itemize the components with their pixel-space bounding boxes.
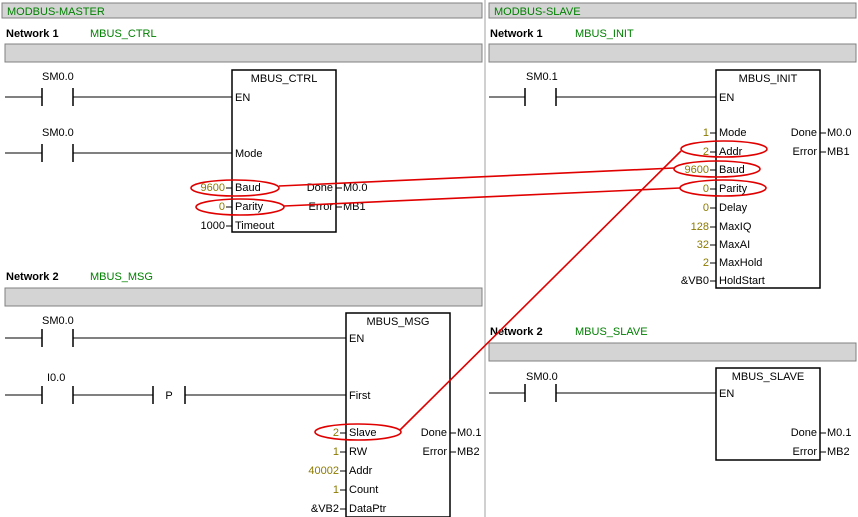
slave-network2-comment-bar[interactable] <box>488 342 857 362</box>
slave-panel: MODBUS-SLAVE Network 1 MBUS_INIT SM0.1 M… <box>488 2 857 461</box>
pin-baud: Baud <box>719 164 745 176</box>
maxiq-value[interactable]: 128 <box>691 221 709 233</box>
master-slave-highlight <box>314 423 402 441</box>
done-output[interactable]: M0.1 <box>457 427 481 439</box>
pin-timeout: Timeout <box>235 220 274 232</box>
pin-maxiq: MaxIQ <box>719 221 752 233</box>
pin-en: EN <box>349 333 364 345</box>
pin-dataptr: DataPtr <box>349 503 387 515</box>
pin-baud: Baud <box>235 182 261 194</box>
pin-done: Done <box>791 427 817 439</box>
slave-baud-highlight <box>673 160 761 178</box>
mbus-ctrl-title: MBUS_CTRL <box>251 73 318 85</box>
pin-done: Done <box>791 127 817 139</box>
done-output[interactable]: M0.0 <box>343 182 367 194</box>
slave-network2-label[interactable]: Network 2 <box>490 326 543 338</box>
rw-value[interactable]: 1 <box>333 446 339 458</box>
done-output[interactable]: M0.1 <box>827 427 851 439</box>
parity-value[interactable]: 0 <box>703 183 709 195</box>
slave-value[interactable]: 2 <box>333 427 339 439</box>
slave-network1-comment: MBUS_INIT <box>575 28 634 40</box>
master-network1-label[interactable]: Network 1 <box>6 28 59 40</box>
pin-slave: Slave <box>349 427 377 439</box>
pin-error: Error <box>793 446 818 458</box>
slave-title-bar <box>488 2 857 19</box>
pin-maxhold: MaxHold <box>719 257 762 269</box>
slave-title: MODBUS-SLAVE <box>494 6 581 18</box>
maxhold-value[interactable]: 2 <box>703 257 709 269</box>
pin-parity: Parity <box>235 201 264 213</box>
pin-en: EN <box>719 92 734 104</box>
addr-value[interactable]: 40002 <box>308 465 339 477</box>
slave-network1-comment-bar[interactable] <box>488 43 857 63</box>
contact-sm00-a-label: SM0.0 <box>42 71 74 83</box>
mbus-init-block[interactable]: MBUS_INIT EN Mode Addr Baud Parity Delay… <box>715 69 821 289</box>
master-panel: MODBUS-MASTER Network 1 MBUS_CTRL SM0.0 … <box>1 2 483 517</box>
slave-network1-label[interactable]: Network 1 <box>490 28 543 40</box>
pin-maxai: MaxAI <box>719 239 750 251</box>
error-output[interactable]: MB2 <box>457 446 480 458</box>
pin-error: Error <box>309 201 334 213</box>
master-network2-comment: MBUS_MSG <box>90 271 153 283</box>
pin-mode: Mode <box>235 148 263 160</box>
mode-value[interactable]: 1 <box>703 127 709 139</box>
holdstart-value[interactable]: &VB0 <box>681 275 709 287</box>
parity-connector-line <box>283 187 681 207</box>
pin-parity: Parity <box>719 183 748 195</box>
done-output[interactable]: M0.0 <box>827 127 851 139</box>
slave-address-connector-line <box>399 150 682 431</box>
pin-en: EN <box>235 92 250 104</box>
master-network1-comment-bar[interactable] <box>4 43 483 63</box>
master-network1-comment: MBUS_CTRL <box>90 28 157 40</box>
contact-sm01-label: SM0.1 <box>526 71 558 83</box>
parity-value[interactable]: 0 <box>219 201 225 213</box>
master-title: MODBUS-MASTER <box>7 6 105 18</box>
baud-value[interactable]: 9600 <box>201 182 225 194</box>
master-network2-comment-bar[interactable] <box>4 287 483 307</box>
mbus-msg-block[interactable]: MBUS_MSG EN First Slave RW Addr Count Da… <box>345 312 451 517</box>
red-annotations <box>190 140 768 441</box>
contact-i00-label: I0.0 <box>47 372 65 384</box>
contact-sm00-c-label: SM0.0 <box>42 315 74 327</box>
master-parity-highlight <box>195 198 285 216</box>
slave-addr-highlight <box>680 140 768 158</box>
pin-first: First <box>349 390 370 402</box>
baud-value[interactable]: 9600 <box>685 164 709 176</box>
error-output[interactable]: MB1 <box>827 146 850 158</box>
maxai-value[interactable]: 32 <box>697 239 709 251</box>
contact-sm00-b-label: SM0.0 <box>42 127 74 139</box>
mbus-slave-title: MBUS_SLAVE <box>732 371 805 383</box>
dataptr-value[interactable]: &VB2 <box>311 503 339 515</box>
master-network2-label[interactable]: Network 2 <box>6 271 59 283</box>
slave-network2-comment: MBUS_SLAVE <box>575 326 648 338</box>
pin-addr: Addr <box>349 465 373 477</box>
mbus-slave-block[interactable]: MBUS_SLAVE EN Done Error <box>715 367 821 461</box>
mbus-init-title: MBUS_INIT <box>739 73 798 85</box>
pin-addr: Addr <box>719 146 743 158</box>
pin-error: Error <box>793 146 818 158</box>
pin-error: Error <box>423 446 448 458</box>
delay-value[interactable]: 0 <box>703 202 709 214</box>
count-value[interactable]: 1 <box>333 484 339 496</box>
baud-connector-line <box>278 167 675 187</box>
error-output[interactable]: MB2 <box>827 446 850 458</box>
master-title-bar <box>1 2 483 19</box>
pin-mode: Mode <box>719 127 747 139</box>
mbus-msg-title: MBUS_MSG <box>367 316 430 328</box>
pin-done: Done <box>421 427 447 439</box>
addr-value[interactable]: 2 <box>703 146 709 158</box>
pin-count: Count <box>349 484 378 496</box>
pin-delay: Delay <box>719 202 748 214</box>
pin-holdstart: HoldStart <box>719 275 765 287</box>
error-output[interactable]: MB1 <box>343 201 366 213</box>
edge-p-label: P <box>165 390 172 402</box>
pin-rw: RW <box>349 446 368 458</box>
master-baud-highlight <box>190 179 280 197</box>
contact-sm00-d-label: SM0.0 <box>526 371 558 383</box>
timeout-value[interactable]: 1000 <box>201 220 225 232</box>
pin-en: EN <box>719 388 734 400</box>
